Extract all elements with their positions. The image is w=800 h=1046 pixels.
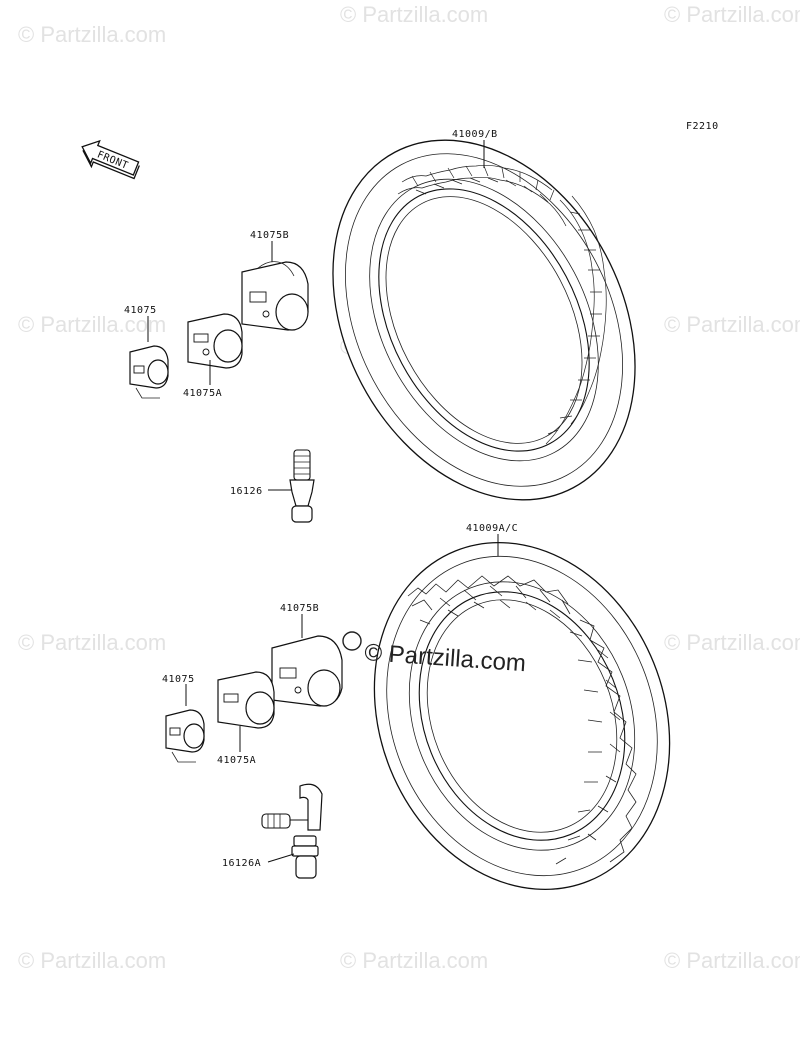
valve-stem-16126a bbox=[261, 783, 323, 879]
svg-text:© Partzilla.com: © Partzilla.com bbox=[664, 630, 800, 655]
front-arrow-icon: FRONT bbox=[81, 139, 140, 180]
watermark: © Partzilla.com bbox=[18, 22, 166, 47]
callout-41075a-top: 41075A bbox=[183, 388, 222, 399]
svg-text:© Partzilla.com: © Partzilla.com bbox=[664, 2, 800, 27]
svg-text:© Partzilla.com: © Partzilla.com bbox=[340, 2, 488, 27]
leader-line bbox=[267, 853, 295, 863]
watermark: © Partzilla.com bbox=[340, 2, 488, 27]
valve-stem-16126 bbox=[289, 449, 315, 523]
balance-weight-41075a bbox=[187, 313, 243, 369]
figure-code: F2210 bbox=[686, 121, 719, 132]
watermark: © Partzilla.com bbox=[340, 948, 488, 973]
watermark: © Partzilla.com bbox=[664, 948, 800, 973]
balance-weight-41075a-rear bbox=[217, 671, 275, 729]
svg-text:© Partzilla.com: © Partzilla.com bbox=[664, 948, 800, 973]
svg-text:© Partzilla.com: © Partzilla.com bbox=[340, 948, 488, 973]
callout-41009a-c: 41009A/C bbox=[466, 523, 518, 534]
front-tire: 41009/B bbox=[332, 129, 636, 501]
balance-weight-41075b-rear bbox=[271, 635, 343, 707]
svg-text:© Partzilla.com: © Partzilla.com bbox=[18, 312, 166, 337]
callout-16126: 16126 bbox=[230, 486, 263, 497]
callout-41075-bottom: 41075 bbox=[162, 674, 195, 685]
balance-weight-41075 bbox=[129, 345, 169, 399]
watermark: © Partzilla.com bbox=[18, 630, 166, 655]
watermark: © Partzilla.com bbox=[664, 2, 800, 27]
watermark: © Partzilla.com bbox=[18, 948, 166, 973]
svg-text:© Partzilla.com: © Partzilla.com bbox=[18, 22, 166, 47]
balance-weight-41075-rear bbox=[165, 709, 205, 763]
tread-pattern bbox=[397, 164, 607, 445]
watermark: © Partzilla.com bbox=[664, 312, 800, 337]
watermark: © Partzilla.com bbox=[664, 630, 800, 655]
svg-text:© Partzilla.com: © Partzilla.com bbox=[664, 312, 800, 337]
balance-weight-41075b bbox=[241, 261, 309, 331]
tread-pattern bbox=[407, 575, 637, 865]
rear-tire: 41009A/C bbox=[373, 523, 671, 891]
svg-text:© Partzilla.com: © Partzilla.com bbox=[18, 948, 166, 973]
callout-41009-b: 41009/B bbox=[452, 129, 498, 140]
svg-text:© Partzilla.com: © Partzilla.com bbox=[18, 630, 166, 655]
watermark: © Partzilla.com bbox=[18, 312, 166, 337]
callout-41075b-top: 41075B bbox=[250, 230, 289, 241]
callout-41075a-bottom: 41075A bbox=[217, 755, 256, 766]
callout-16126a: 16126A bbox=[222, 858, 261, 869]
callout-41075-top: 41075 bbox=[124, 305, 157, 316]
callout-41075b-bottom: 41075B bbox=[280, 603, 319, 614]
